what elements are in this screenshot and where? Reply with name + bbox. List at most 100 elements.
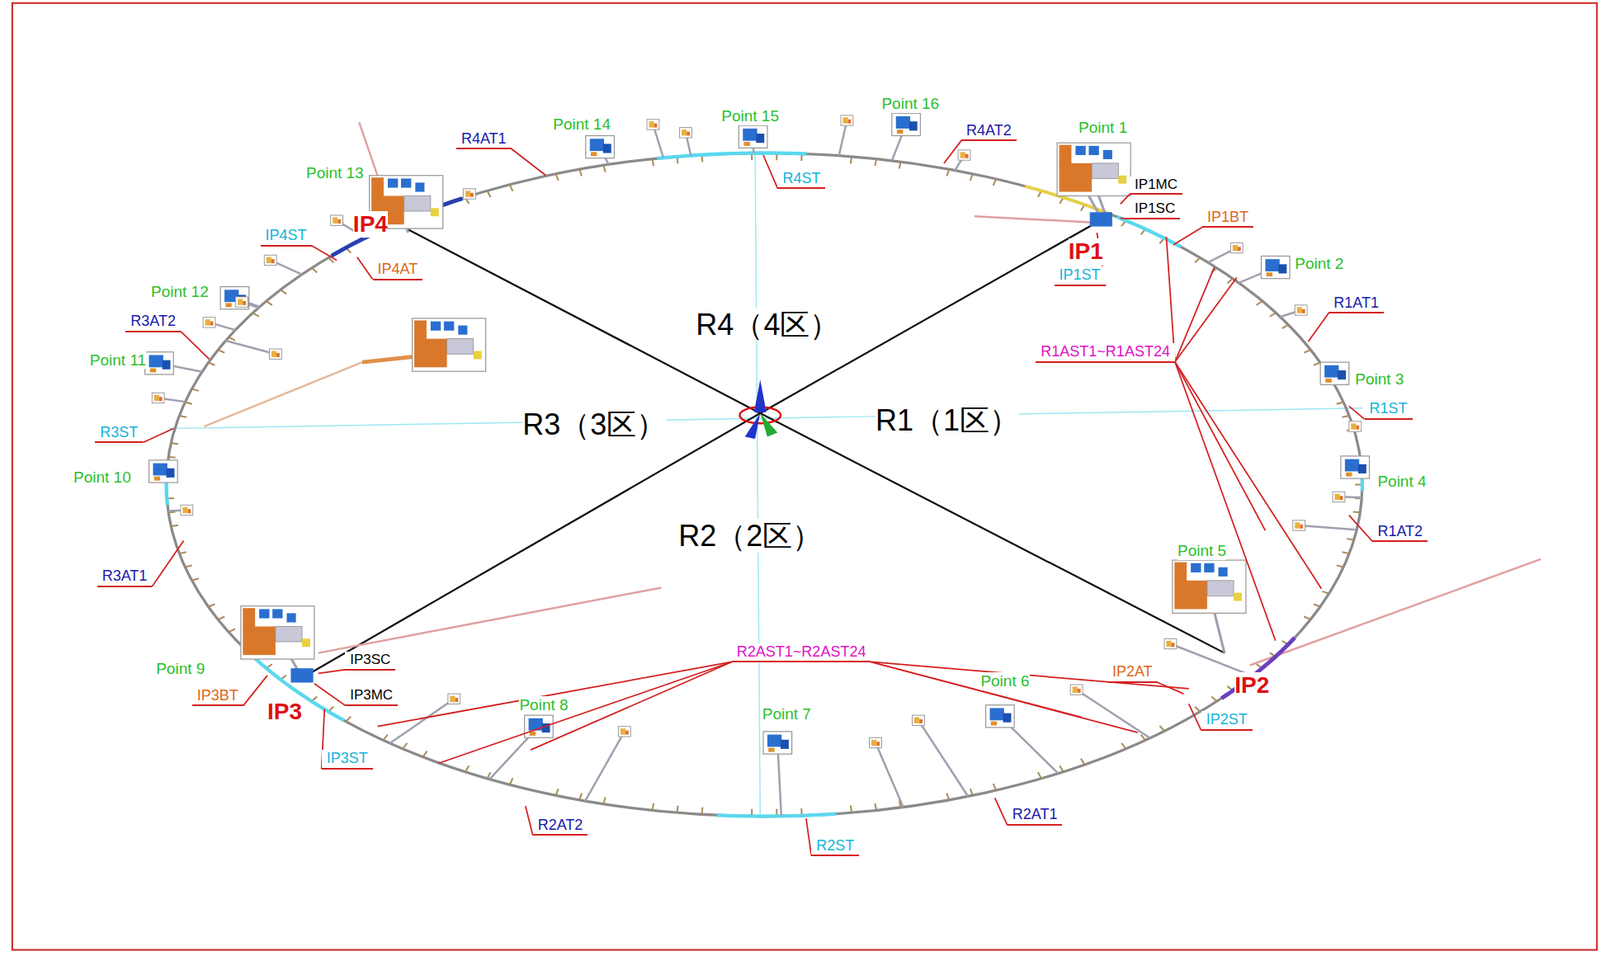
ring-tick: [207, 363, 215, 366]
building-icon: [590, 151, 597, 156]
facility-icon: [1059, 145, 1072, 166]
ring-tick: [1353, 510, 1361, 514]
building-icon: [909, 121, 918, 131]
leader-line: [314, 684, 345, 706]
ring-tick: [1346, 538, 1355, 540]
ring-tick: [970, 174, 973, 181]
ring-tick: [179, 552, 186, 554]
building-icon: [1337, 370, 1346, 380]
building-icon: [152, 463, 167, 477]
shaft-icon: [1299, 524, 1303, 529]
building-icon: [738, 125, 768, 148]
leader-line: [243, 675, 268, 707]
shaft-icon: [151, 392, 165, 403]
shaft-icon: [1070, 684, 1083, 695]
hall-label: IP1MC: [1129, 176, 1183, 196]
shaft-icon: [1294, 305, 1308, 316]
leader-line: [438, 661, 732, 764]
hall-label: IP3MC: [344, 687, 398, 707]
leader-line: [1175, 362, 1265, 531]
shaft: [585, 731, 625, 802]
shaft-icon: [1237, 246, 1242, 251]
shaft-icon: [330, 215, 344, 226]
axis-symbol: [745, 413, 761, 439]
shaft-icon: [470, 193, 474, 198]
ring-tick: [1342, 415, 1350, 418]
point-label: Point 11: [89, 351, 147, 370]
building-icon: [225, 302, 232, 307]
ring-tick: [1080, 759, 1086, 765]
leader-line: [1307, 312, 1329, 342]
sector-line: [759, 413, 1225, 654]
ring-tick: [993, 179, 996, 186]
facility-icon: [242, 626, 276, 656]
facility-icon: [1233, 593, 1242, 602]
ring-tick: [556, 174, 559, 181]
shaft: [1214, 612, 1225, 653]
ring-tick: [191, 388, 199, 392]
leader-line: [151, 541, 184, 587]
shaft-icon: [1297, 306, 1303, 313]
facility-icon: [286, 613, 296, 623]
building-icon: [1345, 472, 1352, 477]
shaft-icon: [462, 188, 476, 199]
facility-icon: [1075, 146, 1086, 156]
shaft-icon: [465, 190, 471, 197]
shaft-icon: [237, 298, 243, 305]
shaft-icon: [1077, 689, 1081, 694]
leader-line: [1157, 682, 1185, 694]
section-label: R4ST: [777, 169, 826, 190]
region-label: R1（1区）: [875, 403, 1020, 438]
ring-tick: [382, 735, 388, 742]
ring-tick: [1059, 765, 1063, 772]
shaft-icon: [876, 741, 880, 746]
shaft-range-label: R2AST1~R2AST24: [731, 643, 872, 664]
transfer-label: IP3BT: [192, 687, 244, 708]
facility-icon: [387, 178, 398, 188]
ring-tick: [217, 617, 225, 621]
section-label: IP3ST: [321, 750, 373, 770]
shaft-icon: [271, 351, 277, 358]
building-icon: [603, 143, 612, 153]
leader-line: [870, 661, 1189, 689]
ip-label: IP3: [267, 698, 303, 726]
ring-tick: [874, 159, 877, 167]
shaft-icon: [154, 395, 160, 402]
building-icon: [585, 136, 615, 159]
facility-icon: [1174, 562, 1187, 584]
section-label: IP2ST: [1201, 711, 1253, 732]
building-icon: [780, 740, 789, 750]
shaft-icon: [869, 737, 883, 748]
shaft-icon: [180, 505, 194, 515]
ring-tick: [179, 415, 186, 418]
facility-icon: [415, 182, 425, 192]
ring-tick: [1194, 257, 1200, 263]
shaft-icon: [448, 693, 461, 704]
building-icon: [1003, 713, 1012, 723]
ring-tick: [486, 190, 491, 198]
point-label: Point 15: [721, 107, 779, 126]
shaft-icon: [1355, 425, 1360, 430]
building-icon: [1358, 464, 1367, 474]
ring-segment: [657, 153, 808, 159]
shaft-icon: [276, 353, 280, 358]
building-icon: [589, 138, 605, 152]
leader-line: [180, 331, 210, 360]
point-label: Point 2: [1294, 254, 1344, 274]
transfer-label: IP4AT: [372, 260, 424, 281]
facility-icon: [1190, 563, 1201, 573]
shaft-icon: [235, 297, 249, 307]
building-icon: [1266, 272, 1273, 277]
point-label: Point 10: [73, 468, 132, 487]
ring-tick: [252, 312, 259, 317]
facility-icon: [371, 177, 384, 199]
access-line: [203, 362, 363, 427]
ring-tick: [184, 402, 192, 405]
ring-tick: [1313, 604, 1321, 607]
building-icon: [166, 468, 175, 478]
ring-tick: [345, 717, 351, 723]
building-icon: [1260, 255, 1290, 279]
shaft: [225, 340, 275, 354]
tunnel-label: R1AT2: [1372, 523, 1428, 543]
axis-symbol: [754, 379, 767, 413]
